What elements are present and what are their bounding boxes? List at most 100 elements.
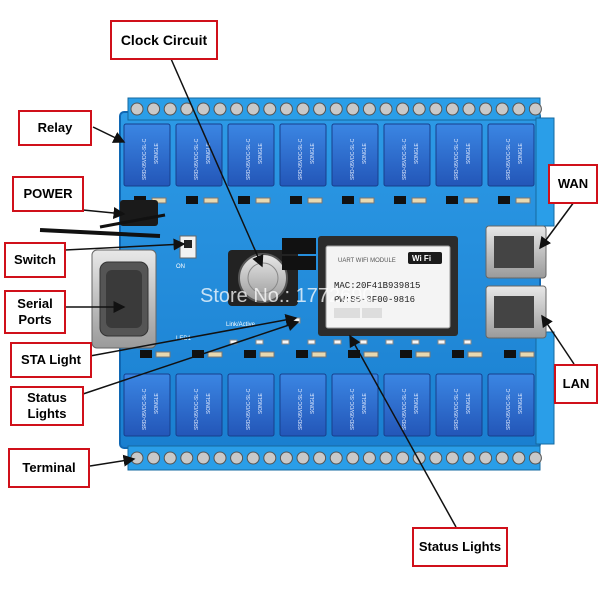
relay-model-text: SRD-05VDC-SL-C xyxy=(402,388,408,430)
terminal-screw xyxy=(445,451,459,465)
top-terminal-strip xyxy=(127,97,542,121)
relay-model-text: SRD-05VDC-SL-C xyxy=(454,138,460,180)
arrow-relay xyxy=(92,126,126,143)
label-clock-circuit-text: Clock Circuit xyxy=(120,32,208,48)
terminal-screw xyxy=(412,102,426,116)
terminal-screw xyxy=(379,451,393,465)
terminal-screw xyxy=(246,451,260,465)
arrow-lan xyxy=(541,314,575,365)
label-wan: WAN xyxy=(548,164,598,204)
terminal-screw xyxy=(346,451,360,465)
status-led xyxy=(255,339,264,345)
leader-arrows xyxy=(64,51,575,528)
terminal-screw xyxy=(130,451,144,465)
resistor xyxy=(203,197,219,204)
status-led xyxy=(359,339,368,345)
terminal-screw xyxy=(230,451,244,465)
terminal-screw xyxy=(230,102,244,116)
terminal-screw xyxy=(246,102,260,116)
relay-brand-text: SONGLE xyxy=(362,142,368,164)
relay-model-text: SRD-05VDC-SL-C xyxy=(194,138,200,180)
rj45-port-icon-lan xyxy=(485,285,547,339)
relay-brand-text: SONGLE xyxy=(258,392,264,414)
relay-brand-text: SONGLE xyxy=(518,142,524,164)
bottom-terminal-strip xyxy=(127,445,542,471)
resistor xyxy=(519,351,535,358)
terminal-screw xyxy=(329,451,343,465)
terminal-screw xyxy=(462,451,476,465)
terminal-screw xyxy=(495,102,509,116)
label-serial-ports-line2: Ports xyxy=(18,312,52,327)
resistor xyxy=(207,351,223,358)
terminal-screw xyxy=(180,451,194,465)
transistor xyxy=(290,196,302,204)
label-relay-text: Relay xyxy=(37,120,73,135)
terminal-screw xyxy=(462,102,476,116)
terminal-screw xyxy=(396,451,410,465)
label-relay: Relay xyxy=(18,110,92,146)
transistor xyxy=(394,196,406,204)
module-code: PW:S5-3F00-9816 xyxy=(334,295,415,305)
wifi-badge: Wi Fi xyxy=(412,254,431,263)
resistor xyxy=(255,197,271,204)
terminal-screw xyxy=(313,451,327,465)
relay-model-text: SRD-05VDC-SL-C xyxy=(194,388,200,430)
label-power-text: POWER xyxy=(23,186,73,201)
terminal-screw xyxy=(362,102,376,116)
terminal-screw xyxy=(362,451,376,465)
module-mac: MAC:20F41B939815 xyxy=(334,281,420,291)
transistor xyxy=(244,350,256,358)
resistor xyxy=(463,197,479,204)
terminal-screw xyxy=(528,102,542,116)
resistor xyxy=(411,197,427,204)
terminal-screw xyxy=(213,451,227,465)
terminal-screw xyxy=(512,451,526,465)
arrow-power xyxy=(82,207,126,219)
resistor xyxy=(515,197,531,204)
status-led xyxy=(307,339,316,345)
label-status-lights-bottom: Status Lights xyxy=(412,527,508,567)
relay-brand-text: SONGLE xyxy=(466,392,472,414)
terminal-screw xyxy=(279,451,293,465)
terminal-screw xyxy=(346,102,360,116)
label-terminal-text: Terminal xyxy=(22,460,76,475)
switch-silkscreen: ON xyxy=(176,264,185,270)
terminal-screw xyxy=(329,102,343,116)
resistor xyxy=(415,351,431,358)
relay-brand-text: SONGLE xyxy=(206,392,212,414)
terminal-screw xyxy=(296,102,310,116)
label-status-lights-left-line1: Status xyxy=(27,390,67,405)
header-pins xyxy=(282,238,316,270)
arrow-status-left xyxy=(82,319,300,395)
status-led xyxy=(411,339,420,345)
terminal-screw xyxy=(263,102,277,116)
transistor xyxy=(192,350,204,358)
relay-model-text: SRD-05VDC-SL-C xyxy=(246,138,252,180)
relay-model-text: SRD-05VDC-SL-C xyxy=(402,138,408,180)
relay-brand-text: SONGLE xyxy=(310,142,316,164)
status-led xyxy=(463,339,472,345)
module-header: UART WIFI MODULE xyxy=(338,258,396,264)
terminal-screw xyxy=(196,451,210,465)
transistor xyxy=(296,350,308,358)
relay-model-text: SRD-05VDC-SL-C xyxy=(142,138,148,180)
label-serial-ports: Serial Ports xyxy=(4,290,66,334)
wifi-module: UART WIFI MODULE Wi Fi MAC:20F41B939815 … xyxy=(318,236,458,336)
rj45-port-icon-wan xyxy=(485,225,547,279)
arrow-sta xyxy=(89,314,298,357)
relay-model-text: SRD-05VDC-SL-C xyxy=(506,138,512,180)
resistor xyxy=(359,197,375,204)
resistor xyxy=(467,351,483,358)
transistor xyxy=(348,350,360,358)
